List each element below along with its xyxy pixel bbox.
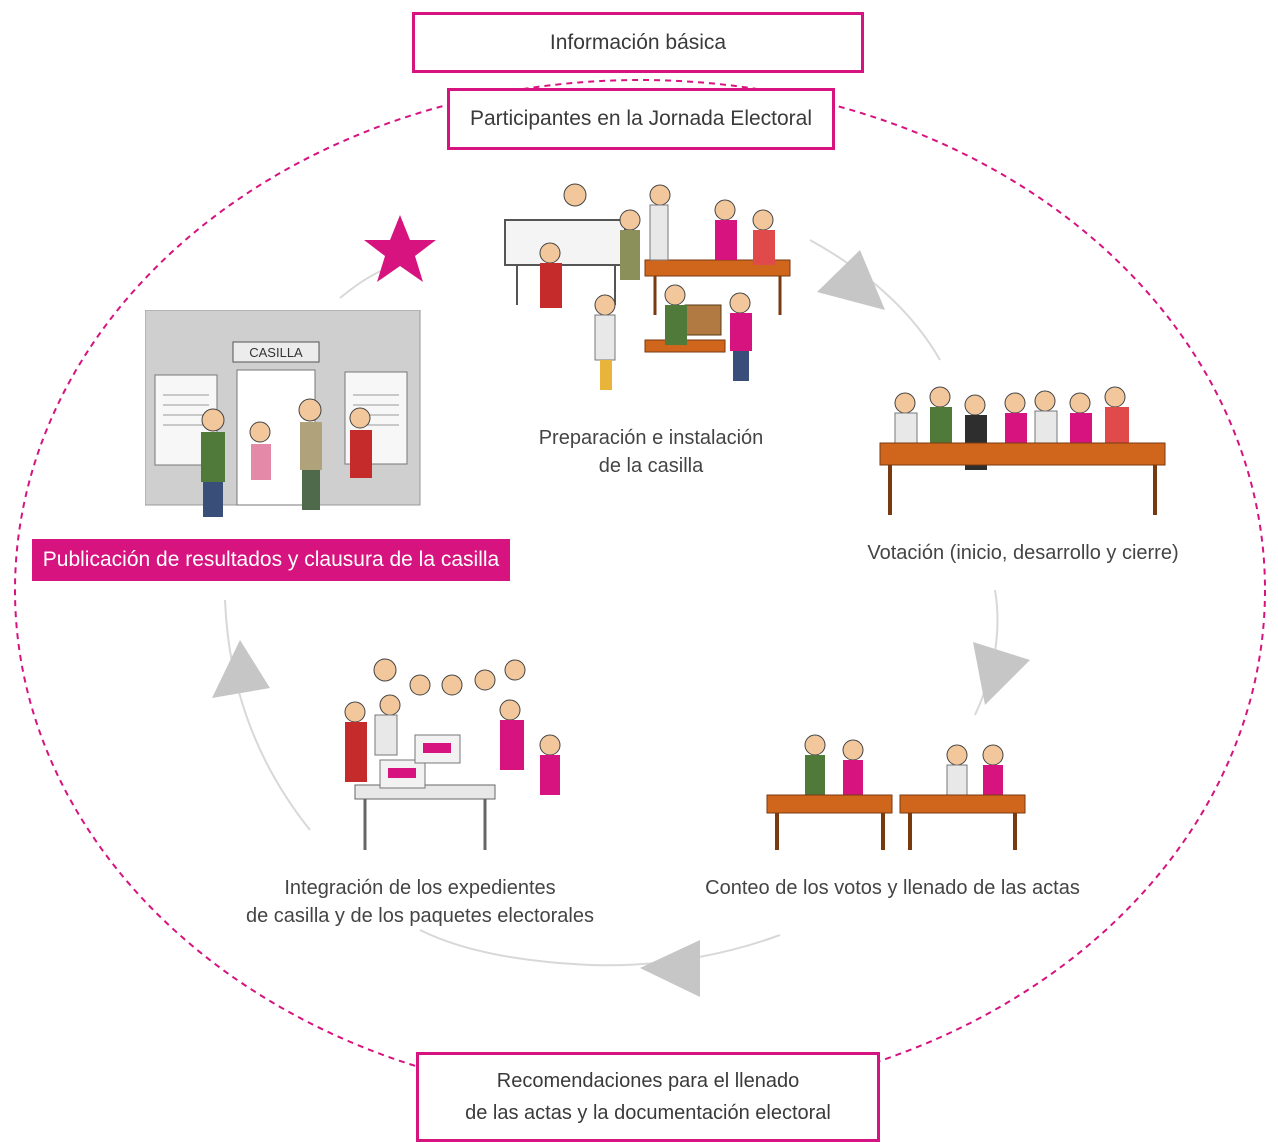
preparation-label-line1: Preparación e instalación <box>538 427 764 449</box>
arc-pub-to-prep <box>339 261 411 299</box>
recommendations-box[interactable]: Recomendaciones para el llenado de las a… <box>416 1052 880 1142</box>
recommendations-line1: Recomendaciones para el llenado <box>496 1070 800 1092</box>
preparation-label-line2: de la casilla <box>598 455 704 477</box>
arc-prep-to-vote <box>809 239 941 361</box>
basic-info-box[interactable]: Información básica <box>412 12 864 73</box>
integration-label-line1: Integración de los expedientes <box>284 877 556 899</box>
cycle-arrow-icon <box>817 250 885 310</box>
arc-count-to-integ <box>419 929 781 967</box>
publication-illustration: CASILLA <box>145 310 421 517</box>
publication-label-box[interactable]: Publicación de resultados y clausura de … <box>32 539 510 581</box>
counting-label: Conteo de los votos y llenado de las act… <box>705 877 1080 899</box>
recommendations-line2: de las actas y la documentación electora… <box>465 1102 831 1124</box>
preparation-illustration <box>504 183 791 390</box>
cycle-arrow-icon <box>212 640 270 698</box>
cycle-arrow-icon <box>973 642 1030 705</box>
participants-box[interactable]: Participantes en la Jornada Electoral <box>447 88 835 150</box>
integration-label-line2: de casilla y de los paquetes electorales <box>246 905 594 927</box>
voting-illustration <box>879 386 1166 515</box>
integration-illustration <box>344 658 561 850</box>
star-icon <box>364 215 436 282</box>
preparation-label: Preparación e instalación de la casilla <box>516 424 786 480</box>
voting-label: Votación (inicio, desarrollo y cierre) <box>867 542 1179 564</box>
basic-info-label: Información básica <box>549 30 727 54</box>
counting-illustration <box>766 734 1026 850</box>
arc-integ-to-pub <box>224 599 311 831</box>
participants-label: Participantes en la Jornada Electoral <box>469 107 813 130</box>
integration-label: Integración de los expedientes de casill… <box>230 874 610 930</box>
publication-label: Publicación de resultados y clausura de … <box>42 548 500 571</box>
casilla-sign: CASILLA <box>249 345 303 360</box>
cycle-arrow-icon <box>640 940 700 997</box>
